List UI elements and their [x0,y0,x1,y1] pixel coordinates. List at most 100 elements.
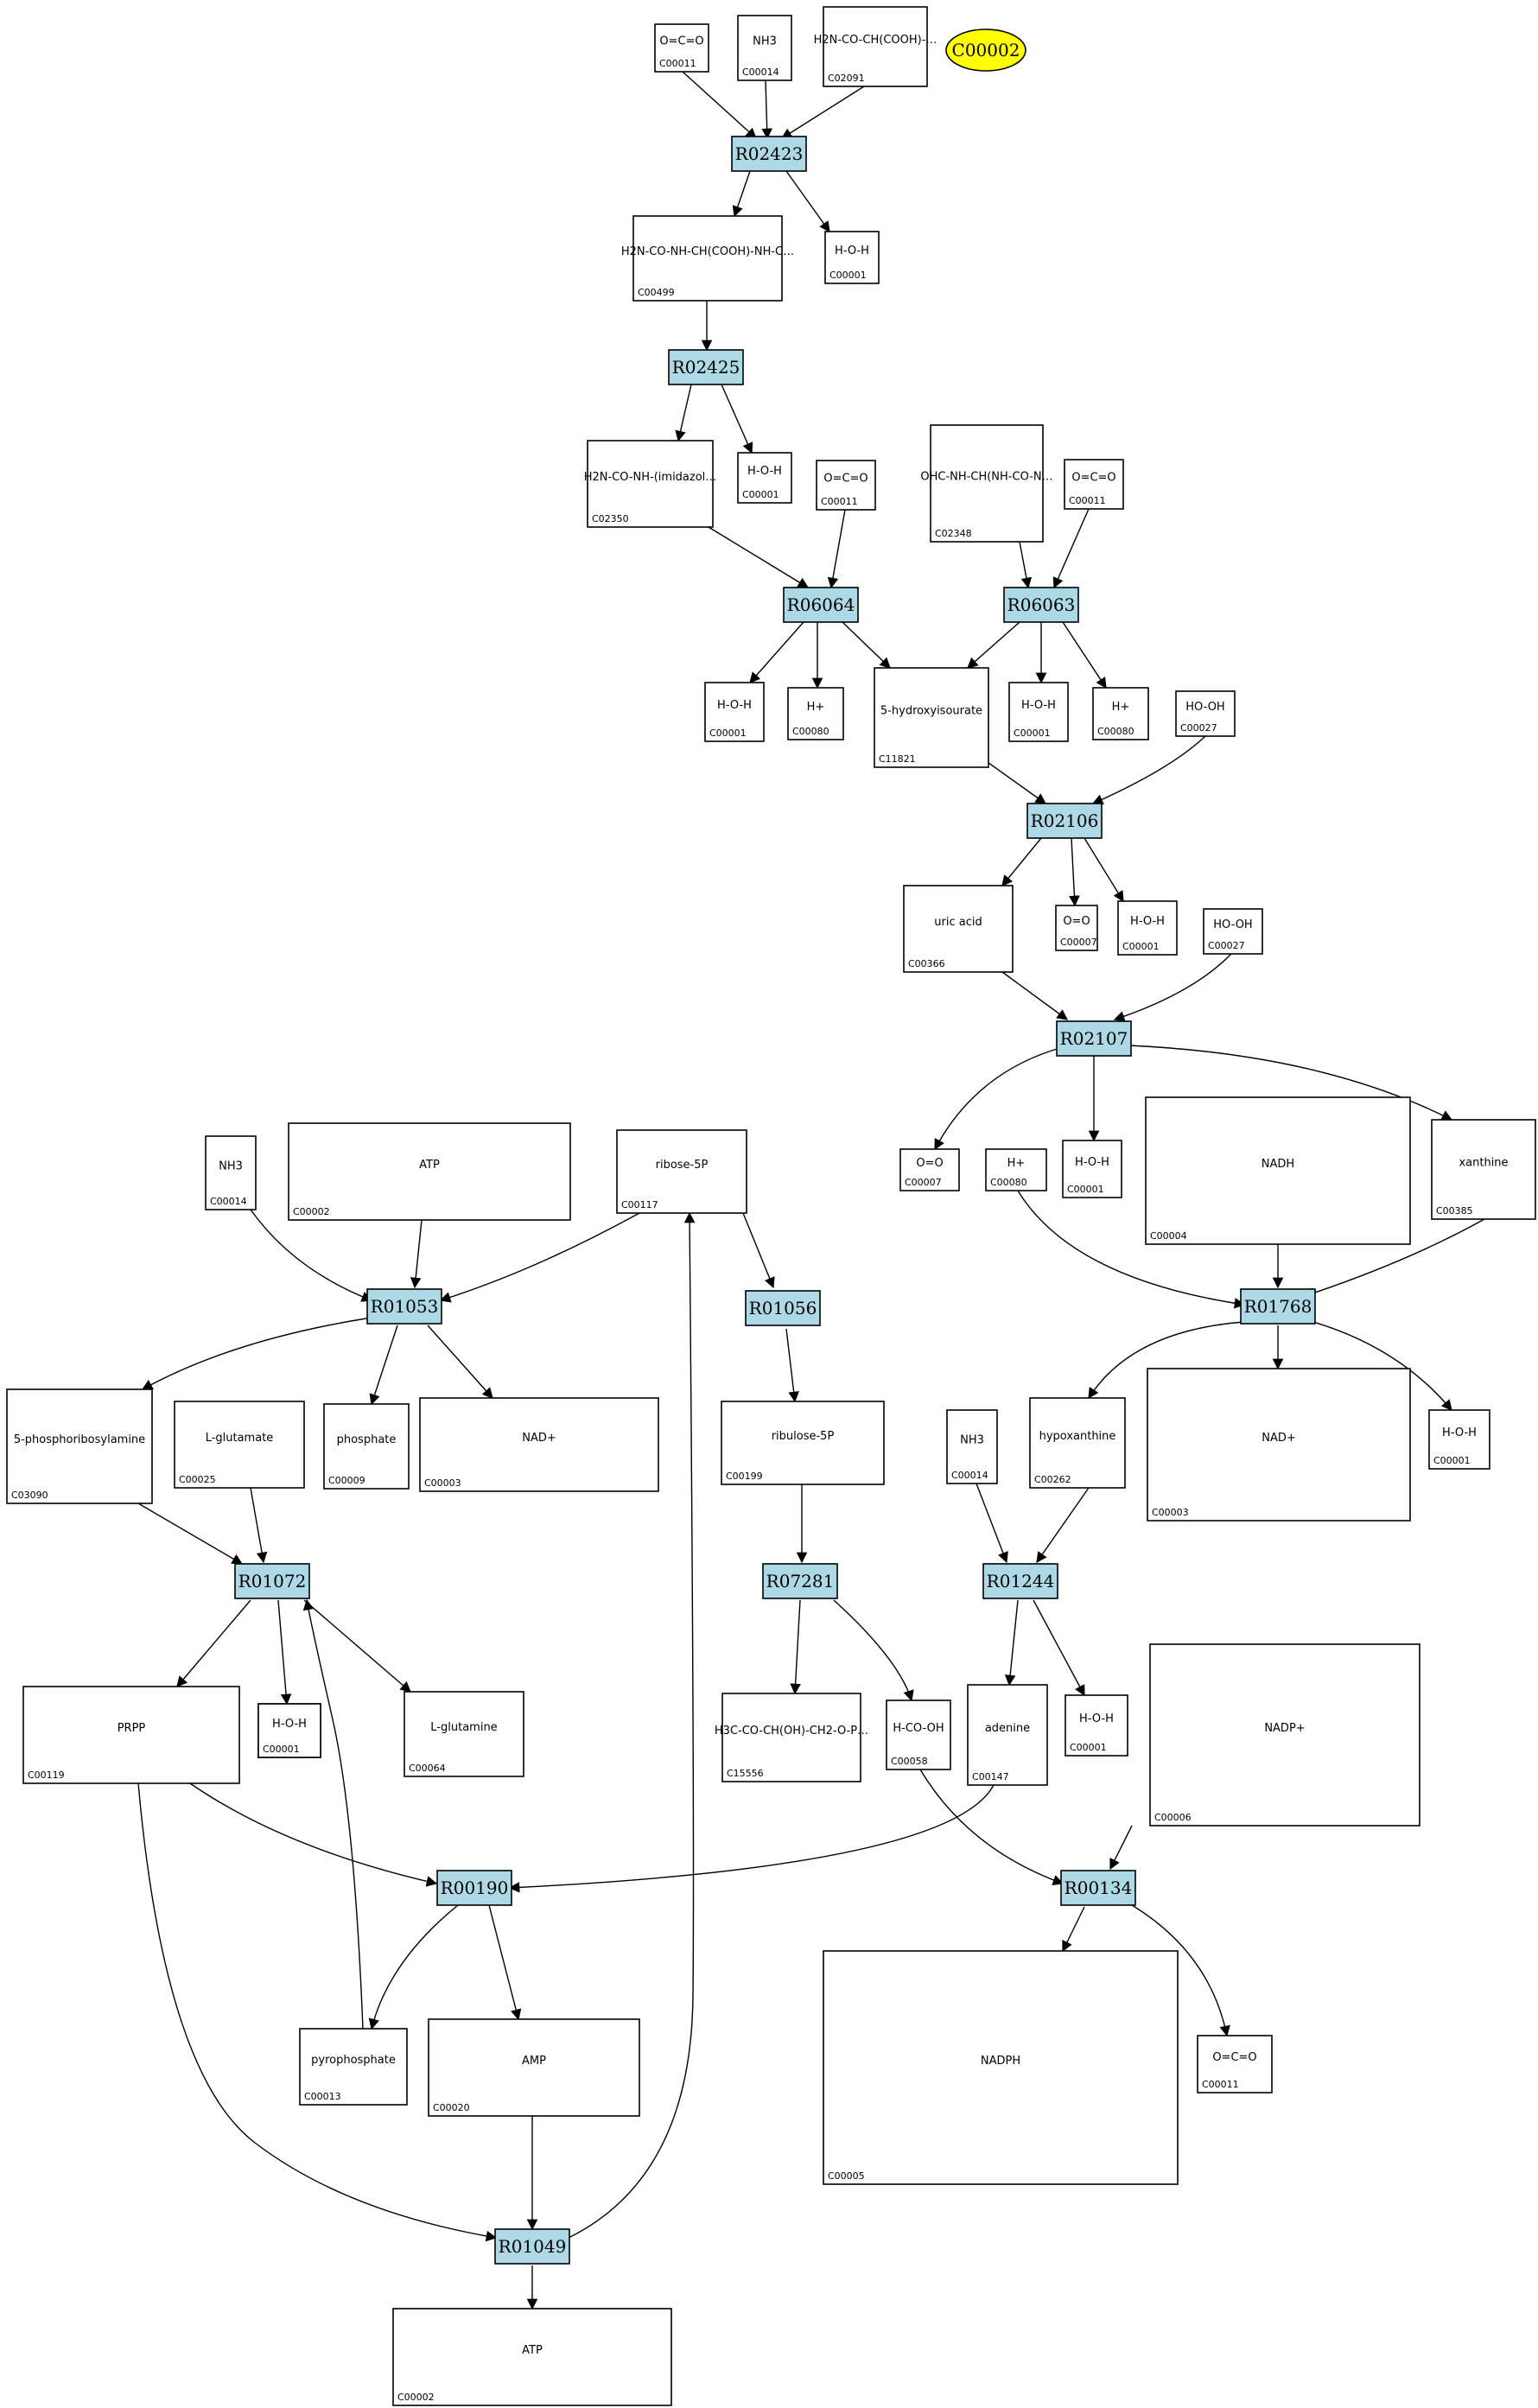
compound-id: C00003 [424,1477,461,1489]
edge-layer [137,71,1485,2310]
reaction-R06063[interactable]: R06063 [1003,587,1079,623]
reaction-R02107[interactable]: R02107 [1056,1020,1132,1057]
compound-C02350[interactable]: H2N-CO-NH-(imidazol…C02350 [584,440,717,528]
compound-C02348[interactable]: OHC-NH-CH(NH-CO-N…C02348 [920,424,1053,543]
compound-structure: 5-phosphoribosylamine [14,1433,145,1446]
reaction-R02425[interactable]: R02425 [668,349,744,385]
edge-R01053-C00003a [427,1325,493,1399]
reaction-label: R01072 [238,1571,307,1592]
edge-R00134-C00011d [1131,1904,1230,2037]
reaction-R02423[interactable]: R02423 [731,136,807,172]
reaction-R00134[interactable]: R00134 [1060,1870,1136,1906]
compound-C15556[interactable]: H3C-CO-CH(OH)-CH2-O-P…C15556 [715,1693,868,1782]
compound-C00006[interactable]: NADP+C00006 [1149,1643,1420,1827]
compound-structure: H3C-CO-CH(OH)-CH2-O-P… [715,1725,868,1738]
compound-id: C00001 [709,727,747,739]
compound-box [721,1401,885,1485]
reaction-R06064[interactable]: R06064 [783,587,859,623]
reaction-R07281[interactable]: R07281 [762,1563,838,1599]
edge-R01768-C00262a [1088,1321,1245,1400]
compound-C00080[interactable]: H+C00080 [787,687,844,740]
edge-R02425-C02350a [675,384,692,442]
compound-structure: phosphate [337,1433,397,1446]
compound-structure: xanthine [1459,1157,1508,1170]
reaction-R01053[interactable]: R01053 [366,1288,442,1325]
compound-id: C00080 [1097,726,1134,737]
compound-box [1203,908,1263,955]
reaction-R01056[interactable]: R01056 [745,1290,821,1326]
compound-C00080[interactable]: H+C00080 [985,1148,1047,1191]
reaction-R01049[interactable]: R01049 [494,2228,570,2265]
compound-C00003[interactable]: NAD+C00003 [1147,1368,1411,1522]
compound-structure: ribose-5P [656,1159,709,1172]
compound-C00499[interactable]: H2N-CO-NH-CH(COOH)-NH-C…C00499 [621,215,794,302]
compound-box [299,2028,408,2106]
reaction-box [982,1563,1058,1599]
compound-C00003[interactable]: NAD+C00003 [419,1397,659,1492]
compound-id: C00014 [951,1470,988,1481]
compound-structure: AMP [522,2055,546,2068]
compound-id: C00262 [1034,1474,1071,1485]
reaction-R01768[interactable]: R01768 [1240,1288,1316,1325]
compound-box [737,452,792,504]
compound-box [404,1691,524,1777]
edge-R02107-C00385a [1128,1045,1453,1121]
compound-C02091[interactable]: H2N-CO-CH(COOH)-…C02091 [814,6,937,87]
compound-C00080[interactable]: H+C00080 [1092,687,1149,740]
reaction-label: R01244 [987,1571,1055,1592]
reaction-R01244[interactable]: R01244 [982,1563,1058,1599]
reaction-label: R01049 [499,2236,567,2257]
edge-R01768-C00001x [1312,1321,1452,1411]
reaction-R01072[interactable]: R01072 [234,1563,310,1599]
reaction-R02106[interactable]: R02106 [1026,803,1103,839]
reaction-box [1240,1288,1316,1325]
reaction-box [745,1290,821,1326]
edge-C00366a-R02107 [1001,971,1069,1020]
compound-box [1065,1694,1128,1757]
reaction-box [494,2228,570,2265]
reaction-R00190[interactable]: R00190 [436,1870,512,1906]
highlight-tag[interactable]: C00002 [945,29,1026,72]
edge-R02106-C00001e [1084,837,1124,903]
compound-box [392,2308,672,2406]
